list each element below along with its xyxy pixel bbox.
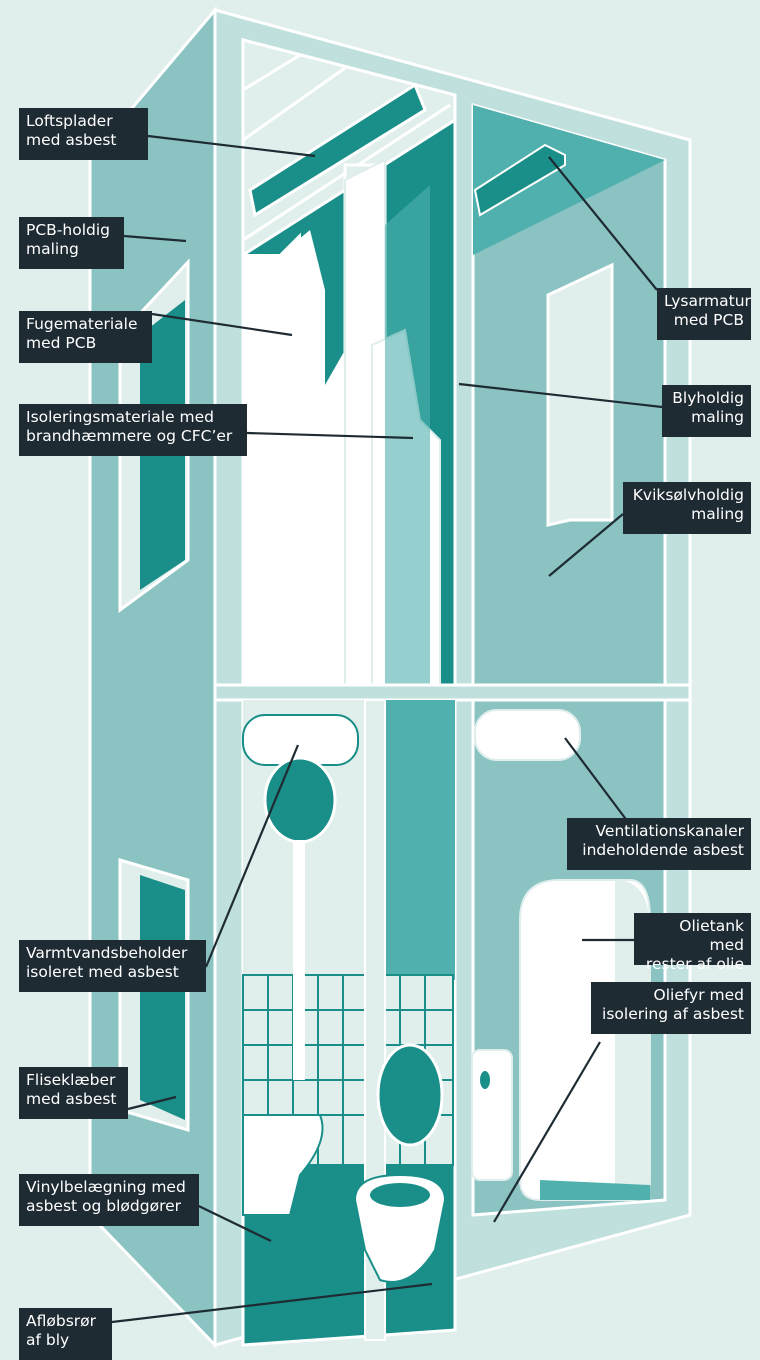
leader-kviksoelv xyxy=(548,513,624,577)
label-afloeb: Afløbsrør af bly xyxy=(19,1308,112,1360)
leader-afloeb xyxy=(111,1282,433,1324)
label-vinyl: Vinylbelægning med asbest og blødgører xyxy=(19,1174,199,1226)
toilet-seat xyxy=(376,1043,444,1147)
label-isolering: Isoleringsmateriale med brandhæmmere og … xyxy=(19,404,247,456)
light-fixture xyxy=(473,143,566,217)
label-varmtvand: Varmtvandsbeholder isoleret med asbest xyxy=(19,940,206,992)
label-kviksoelv: Kviksølvholdig maling xyxy=(623,482,751,534)
leader-pcb-maling xyxy=(123,234,187,243)
ventilation-duct xyxy=(474,709,581,761)
leader-fliseklaeber xyxy=(127,1095,177,1111)
label-olietank: Olietank med rester af olie xyxy=(634,913,751,973)
leader-varmtvand xyxy=(204,744,300,968)
leader-fugemateriale xyxy=(151,312,293,337)
upper-right-window xyxy=(546,262,614,527)
leader-ventilation xyxy=(564,737,629,823)
label-blyholdig: Blyholdig maling xyxy=(662,385,751,437)
leader-loftsplader xyxy=(147,134,316,158)
leader-blyholdig xyxy=(458,382,663,409)
label-ventilation: Ventilationskanaler indeholdende asbest xyxy=(567,818,751,870)
label-lysarmatur: Lysarmatur med PCB xyxy=(657,288,751,340)
label-oliefyr: Oliefyr med isolering af asbest xyxy=(591,982,751,1034)
label-loftsplader: Loftsplader med asbest xyxy=(19,108,148,160)
label-pcb-maling: PCB-holdig maling xyxy=(19,217,124,269)
label-fugemateriale: Fugemateriale med PCB xyxy=(19,311,152,363)
bathtub xyxy=(242,1114,324,1216)
label-fliseklaeber: Fliseklæber med asbest xyxy=(19,1067,128,1119)
leader-isolering xyxy=(246,431,414,440)
leader-oliefyr xyxy=(493,1041,601,1223)
leader-lysarmatur xyxy=(548,156,658,291)
